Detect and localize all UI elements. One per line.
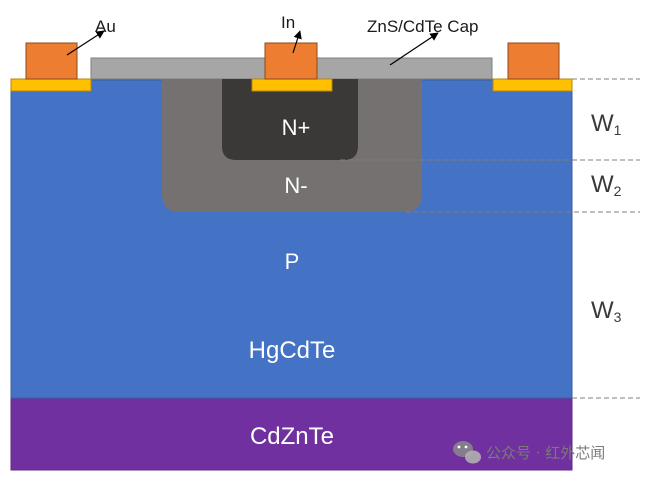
n-plus-region — [222, 79, 358, 160]
au-label: Au — [95, 17, 116, 36]
cdznte-label: CdZnTe — [250, 423, 334, 450]
watermark: 公众号 · 红外芯闻 — [453, 441, 605, 464]
cap-label: ZnS/CdTe Cap — [367, 17, 479, 36]
in-pointer-arrow — [292, 30, 302, 54]
w3-label: W3 — [591, 297, 622, 325]
w2-label: W2 — [591, 171, 622, 199]
hgcdte-label: HgCdTe — [249, 337, 336, 364]
in-label: In — [281, 13, 295, 32]
center-contact-base — [251, 78, 333, 92]
right-contact-base — [492, 78, 573, 92]
right-au-contact — [507, 42, 560, 80]
left-au-contact — [25, 42, 78, 80]
cap-pointer-arrow — [389, 32, 439, 66]
watermark-text: 公众号 · 红外芯闻 — [486, 444, 605, 462]
au-pointer-arrow — [66, 30, 105, 56]
wechat-icon — [453, 441, 481, 464]
n-minus-label: N- — [284, 173, 307, 198]
left-contact-base — [10, 78, 92, 92]
p-label: P — [285, 249, 300, 274]
n-plus-label: N+ — [282, 115, 311, 140]
w1-label: W1 — [591, 110, 622, 138]
in-bump — [264, 42, 318, 80]
